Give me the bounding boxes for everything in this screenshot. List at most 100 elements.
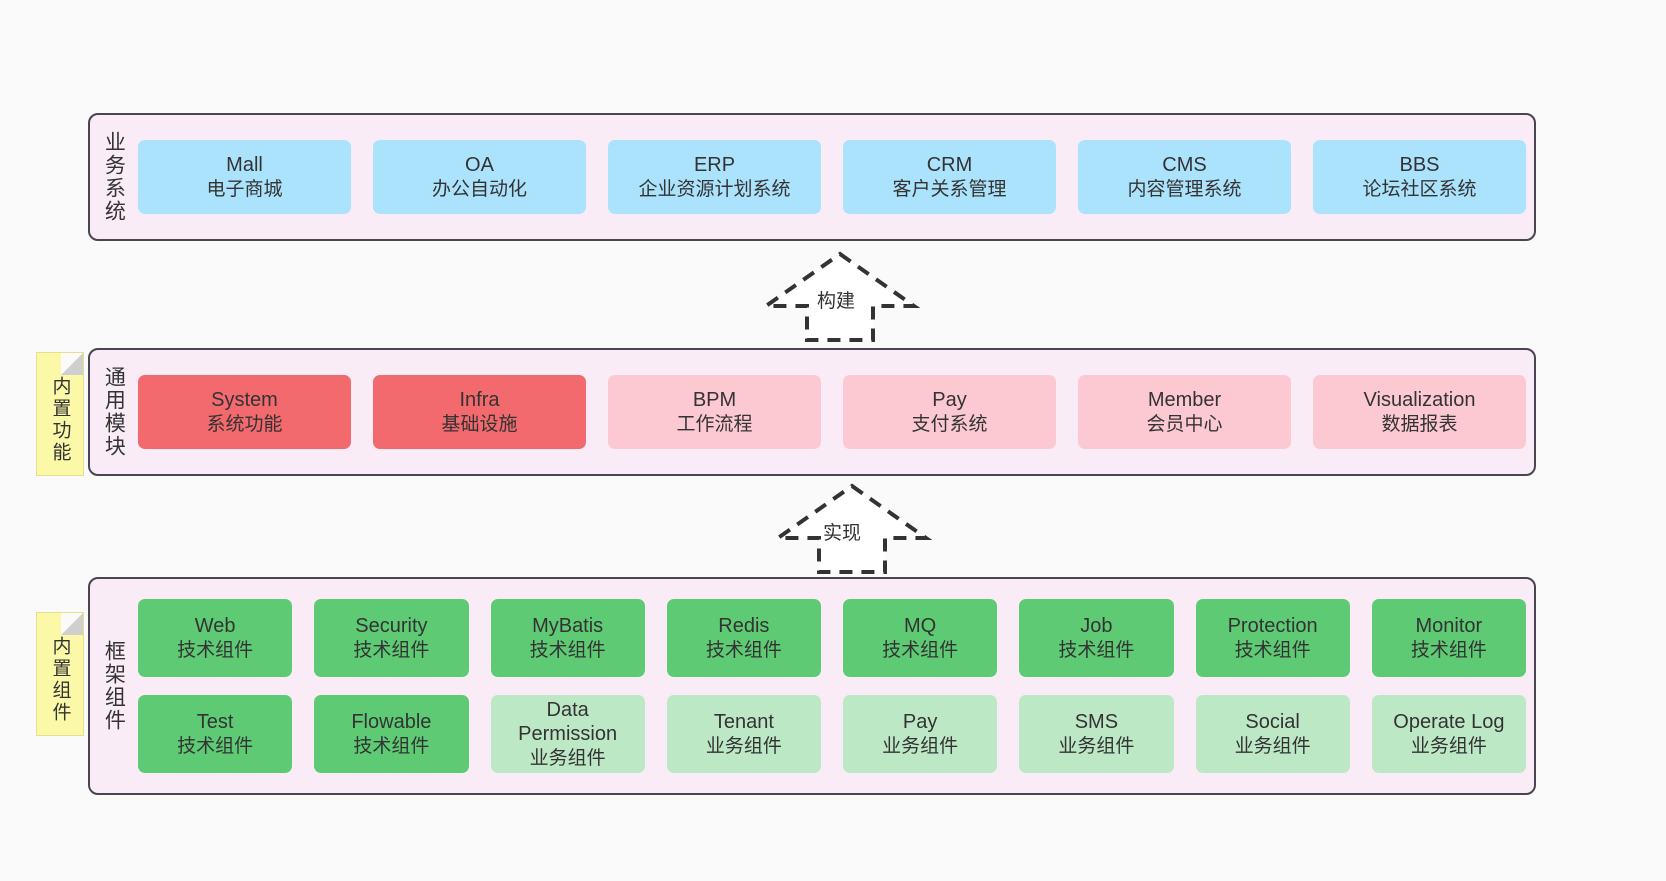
business-row-1: Mall 电子商城 OA 办公自动化 ERP 企业资源计划系统 CRM 客户关系… (138, 140, 1526, 214)
card-redis[interactable]: Redis 技术组件 (666, 599, 821, 677)
card-title: Infra (459, 389, 500, 412)
card-subtitle: 技术组件 (1234, 639, 1311, 661)
layer-framework-component: 框架组件 Web 技术组件 Security 技术组件 MyBatis 技术组件… (88, 577, 1536, 795)
build-arrow-shape (760, 251, 920, 342)
card-title: Data Permission (518, 699, 618, 746)
layer-business-system: 业务系统 Mall 电子商城 OA 办公自动化 ERP 企业资源计划系统 CRM… (88, 113, 1536, 241)
card-subtitle: 数据报表 (1381, 413, 1458, 435)
card-subtitle: 业务组件 (882, 735, 959, 757)
card-test[interactable]: Test 技术组件 (138, 695, 293, 773)
card-member[interactable]: Member 会员中心 (1078, 375, 1291, 449)
card-title: Monitor (1415, 615, 1483, 638)
card-subtitle: 业务组件 (1234, 735, 1311, 757)
common-row-1: System 系统功能 Infra 基础设施 BPM 工作流程 Pay 支付系统… (138, 375, 1526, 449)
card-subtitle: 办公自动化 (431, 178, 527, 200)
card-security[interactable]: Security 技术组件 (314, 599, 469, 677)
card-title: Tenant (713, 711, 774, 734)
card-subtitle: 技术组件 (1410, 639, 1487, 661)
framework-row-2: Test 技术组件 Flowable 技术组件 Data Permission … (138, 695, 1526, 773)
card-title: CMS (1162, 154, 1207, 177)
card-subtitle: 企业资源计划系统 (638, 178, 791, 200)
card-title: Operate Log (1393, 711, 1505, 734)
card-infra[interactable]: Infra 基础设施 (373, 375, 586, 449)
card-subtitle: 技术组件 (529, 639, 606, 661)
card-pay-component[interactable]: Pay 业务组件 (843, 695, 998, 773)
connector-realize-label: 实现 (823, 523, 862, 544)
note-builtin-feature: 内置功能 (36, 352, 84, 476)
connector-realize-arrow (772, 480, 932, 576)
card-title: Web (194, 615, 236, 638)
card-subtitle: 支付系统 (911, 413, 988, 435)
card-system[interactable]: System 系统功能 (138, 375, 351, 449)
card-subtitle: 业务组件 (1058, 735, 1135, 757)
card-subtitle: 会员中心 (1146, 413, 1223, 435)
card-subtitle: 技术组件 (882, 639, 959, 661)
card-subtitle: 技术组件 (705, 639, 782, 661)
card-title: Redis (718, 615, 770, 638)
card-operate-log[interactable]: Operate Log 业务组件 (1371, 695, 1526, 773)
card-pay-module[interactable]: Pay 支付系统 (843, 375, 1056, 449)
card-subtitle: 电子商城 (206, 178, 283, 200)
card-social[interactable]: Social 业务组件 (1195, 695, 1350, 773)
card-flowable[interactable]: Flowable 技术组件 (314, 695, 469, 773)
card-subtitle: 技术组件 (177, 639, 254, 661)
card-subtitle: 论坛社区系统 (1362, 178, 1477, 200)
card-subtitle: 技术组件 (353, 735, 430, 757)
card-subtitle: 基础设施 (441, 413, 518, 435)
card-title: Security (355, 615, 428, 638)
card-web[interactable]: Web 技术组件 (138, 599, 293, 677)
card-title: Member (1147, 389, 1222, 412)
card-mall[interactable]: Mall 电子商城 (138, 140, 351, 214)
card-monitor[interactable]: Monitor 技术组件 (1371, 599, 1526, 677)
card-cms[interactable]: CMS 内容管理系统 (1078, 140, 1291, 214)
card-title: Visualization (1363, 389, 1476, 412)
card-title: MQ (904, 615, 937, 638)
realize-arrow-shape (772, 483, 932, 574)
card-visualization[interactable]: Visualization 数据报表 (1313, 375, 1526, 449)
card-oa[interactable]: OA 办公自动化 (373, 140, 586, 214)
card-subtitle: 技术组件 (177, 735, 254, 757)
card-title: Mall (226, 154, 263, 177)
card-title: Test (196, 711, 234, 734)
card-subtitle: 工作流程 (676, 413, 753, 435)
card-title: BBS (1399, 154, 1440, 177)
card-job[interactable]: Job 技术组件 (1019, 599, 1174, 677)
card-subtitle: 客户关系管理 (892, 178, 1007, 200)
card-title: MyBatis (532, 615, 604, 638)
card-sms[interactable]: SMS 业务组件 (1019, 695, 1174, 773)
card-subtitle: 业务组件 (705, 735, 782, 757)
card-title: ERP (693, 154, 736, 177)
note-builtin-component: 内置组件 (36, 612, 84, 736)
layer-common-title: 通用模块 (102, 366, 126, 458)
card-subtitle: 业务组件 (1410, 735, 1487, 757)
card-title: Pay (932, 389, 967, 412)
card-title: BPM (692, 389, 737, 412)
card-subtitle: 系统功能 (206, 413, 283, 435)
card-subtitle: 内容管理系统 (1127, 178, 1242, 200)
card-title: CRM (926, 154, 973, 177)
card-data-permission[interactable]: Data Permission 业务组件 (490, 695, 645, 773)
card-crm[interactable]: CRM 客户关系管理 (843, 140, 1056, 214)
card-title: Protection (1227, 615, 1318, 638)
card-tenant[interactable]: Tenant 业务组件 (666, 695, 821, 773)
card-subtitle: 技术组件 (353, 639, 430, 661)
card-title: Pay (902, 711, 938, 734)
card-bpm[interactable]: BPM 工作流程 (608, 375, 821, 449)
layer-business-body: Mall 电子商城 OA 办公自动化 ERP 企业资源计划系统 CRM 客户关系… (136, 115, 1534, 239)
layer-framework-body: Web 技术组件 Security 技术组件 MyBatis 技术组件 Redi… (136, 579, 1534, 793)
card-protection[interactable]: Protection 技术组件 (1195, 599, 1350, 677)
layer-common-body: System 系统功能 Infra 基础设施 BPM 工作流程 Pay 支付系统… (136, 350, 1534, 474)
layer-framework-title: 框架组件 (102, 640, 126, 732)
card-erp[interactable]: ERP 企业资源计划系统 (608, 140, 821, 214)
card-mq[interactable]: MQ 技术组件 (843, 599, 998, 677)
card-title: Job (1080, 615, 1113, 638)
card-title: System (211, 389, 278, 412)
card-subtitle: 技术组件 (1058, 639, 1135, 661)
card-title: Flowable (351, 711, 432, 734)
card-bbs[interactable]: BBS 论坛社区系统 (1313, 140, 1526, 214)
card-mybatis[interactable]: MyBatis 技术组件 (490, 599, 645, 677)
connector-build-arrow (760, 248, 920, 344)
connector-build-label: 构建 (817, 291, 856, 312)
card-title: OA (465, 154, 494, 177)
